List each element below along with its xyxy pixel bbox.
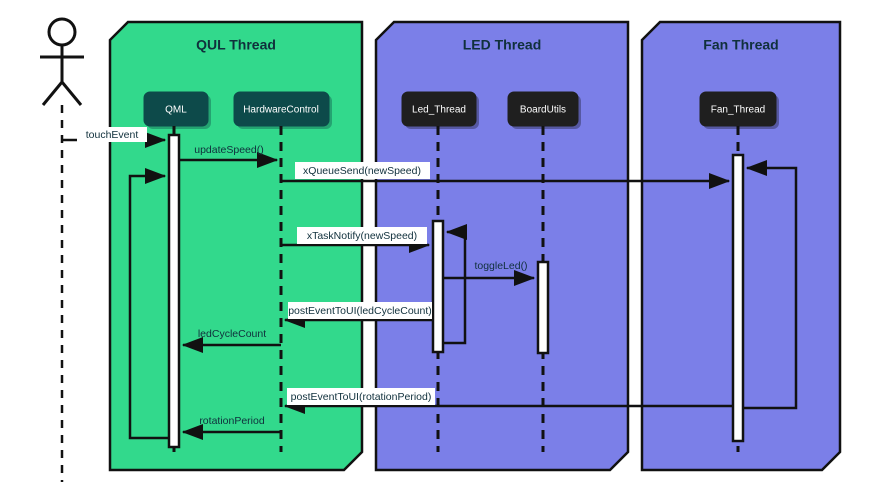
actor	[40, 17, 84, 482]
message-updateSpeed: updateSpeed()	[179, 144, 279, 168]
updateSpeed-label: updateSpeed()	[194, 144, 263, 156]
actor-leg-left-icon	[41, 81, 64, 106]
actor-head-icon	[47, 17, 77, 47]
activation-qml	[167, 133, 181, 449]
boardutils-label: BoardUtils	[520, 105, 566, 116]
xQueueSend-label: xQueueSend(newSpeed)	[303, 165, 421, 177]
xQueueSend-label-bg	[295, 162, 430, 179]
xTaskNotify-label-bg	[297, 227, 427, 244]
activation-boardutils	[536, 260, 550, 355]
qml-label: QML	[165, 105, 187, 116]
postEventToUI-ledCycleCount-label-bg	[288, 302, 432, 319]
message-xQueueSend: xQueueSend(newSpeed)	[281, 162, 731, 189]
message-postEventToUI-ledCycleCount: postEventToUI(ledCycleCount)	[283, 302, 433, 329]
fan-thread-title: Fan Thread	[703, 37, 778, 53]
self-loop-qml	[128, 167, 169, 440]
self-loop-led-thread	[443, 224, 467, 345]
activation-bars	[167, 133, 745, 449]
qul-thread-title: QUL Thread	[196, 37, 276, 53]
fan-thread-label: Fan_Thread	[711, 105, 765, 116]
touchEvent-label-bg	[77, 127, 147, 142]
qml-box	[143, 91, 209, 127]
led-thread-title: LED Thread	[463, 37, 542, 53]
postEventToUI-rotationPeriod-label-bg	[287, 388, 435, 405]
actor-leg-right-icon	[60, 81, 83, 106]
self-loop-qml-path	[128, 167, 169, 440]
message-xTaskNotify: xTaskNotify(newSpeed)	[281, 227, 431, 253]
ledCycleCount-label: ledCycleCount	[198, 328, 266, 340]
postEventToUI-ledCycleCount-label: postEventToUI(ledCycleCount)	[288, 305, 432, 317]
xTaskNotify-label: xTaskNotify(newSpeed)	[307, 230, 417, 242]
message-rotationPeriod: rotationPeriod	[181, 415, 281, 441]
toggleLed-label: toggleLed()	[474, 260, 527, 272]
led-thread-label: Led_Thread	[412, 105, 466, 116]
rotationPeriod-label: rotationPeriod	[199, 415, 265, 427]
message-ledCycleCount: ledCycleCount	[181, 328, 281, 354]
hardwarecontrol-label: HardwareControl	[243, 105, 319, 116]
message-postEventToUI-rotationPeriod: postEventToUI(rotationPeriod)	[283, 388, 733, 415]
activation-led-thread	[431, 219, 445, 354]
touchEvent-label: touchEvent	[86, 129, 139, 141]
activation-fan-thread	[731, 153, 745, 443]
self-loop-led-thread-path	[443, 224, 467, 345]
postEventToUI-rotationPeriod-label: postEventToUI(rotationPeriod)	[291, 391, 432, 403]
self-loop-fan-thread	[743, 160, 798, 410]
self-loop-fan-thread-path	[743, 160, 798, 410]
message-toggleLed: toggleLed()	[443, 260, 536, 286]
message-touchEvent: touchEvent	[62, 127, 167, 148]
